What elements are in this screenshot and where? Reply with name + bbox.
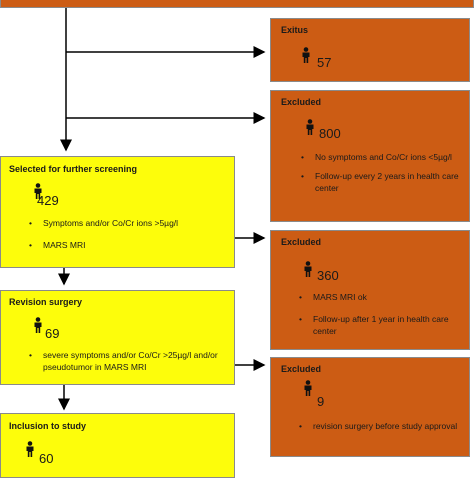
selected-title: Selected for further screening [9,164,138,174]
person-icon [302,47,310,63]
person-icon [304,261,312,277]
excluded-2-bullets: MARS MRI ok Follow-up after 1 year in he… [299,291,463,344]
bullet-item: Symptoms and/or Co/Cr ions >5µg/l [29,217,229,229]
exitus-title: Exitus [281,25,309,35]
person-icon [304,380,312,396]
person-icon [34,183,42,199]
excluded-3-title: Excluded [281,364,322,374]
bullet-item: Follow-up after 1 year in health care ce… [299,313,463,337]
excluded-1-bullets: No symptoms and Co/Cr ions <5µg/l Follow… [301,151,461,201]
bullet-item: No symptoms and Co/Cr ions <5µg/l [301,151,461,163]
selected-count: 429 [37,193,59,208]
bullet-item: revision surgery before study approval [299,420,463,432]
excluded-2-title: Excluded [281,237,322,247]
bullet-item: MARS MRI ok [299,291,463,303]
selected-bullets: Symptoms and/or Co/Cr ions >5µg/l MARS M… [29,217,229,258]
revision-bullets: severe symptoms and/or Co/Cr >25µg/l and… [29,349,229,380]
selected-box: Selected for further screening 429 Sympt… [0,156,235,268]
excluded-3-bullets: revision surgery before study approval [299,420,463,439]
person-icon [306,119,314,135]
exitus-count: 57 [317,55,332,70]
revision-title: Revision surgery [9,297,83,307]
inclusion-title: Inclusion to study [9,421,87,431]
excluded-box-2: Excluded 360 MARS MRI ok Follow-up after… [270,230,470,350]
bullet-item: severe symptoms and/or Co/Cr >25µg/l and… [29,349,229,373]
inclusion-count: 60 [39,451,54,466]
exitus-box: Exitus 57 [270,18,470,82]
bullet-item: Follow-up every 2 years in health care c… [301,170,461,194]
person-icon [26,441,34,457]
excluded-2-count: 360 [317,268,339,283]
excluded-box-3: Excluded 9 revision surgery before study… [270,357,470,457]
excluded-1-title: Excluded [281,97,322,107]
revision-count: 69 [45,326,60,341]
bullet-item: MARS MRI [29,239,229,251]
top-box [0,0,474,8]
excluded-box-1: Excluded 800 No symptoms and Co/Cr ions … [270,90,470,222]
excluded-3-count: 9 [317,394,325,409]
person-icon [34,317,42,333]
excluded-1-count: 800 [319,126,341,141]
revision-box: Revision surgery 69 severe symptoms and/… [0,290,235,385]
inclusion-box: Inclusion to study 60 [0,413,235,478]
